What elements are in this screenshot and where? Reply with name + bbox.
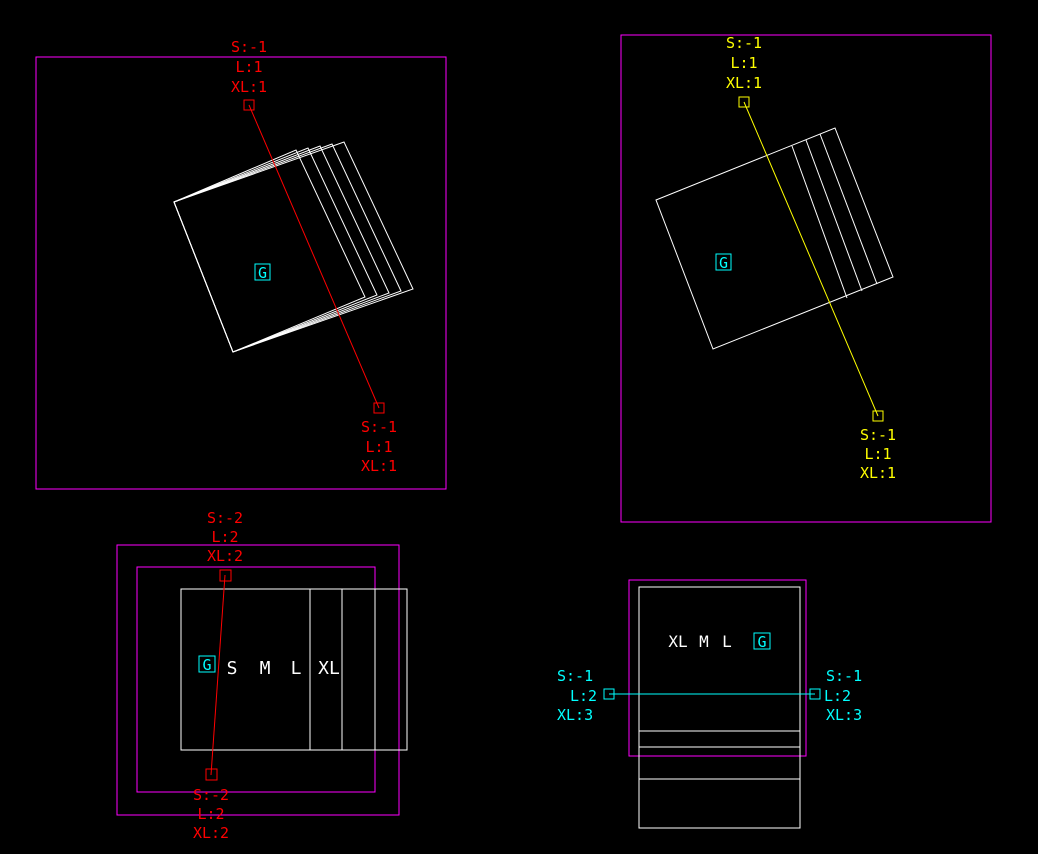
label-top-xl: XL:1	[726, 74, 762, 92]
size-label-xl: XL	[318, 658, 340, 679]
frame	[35, 56, 447, 490]
label-bottom-xl: XL:1	[860, 464, 896, 482]
anchor-label: G	[202, 656, 211, 674]
frame-outer	[116, 544, 400, 816]
frame	[620, 34, 992, 523]
frame	[628, 579, 807, 757]
label-top-s: S:-2	[207, 509, 243, 527]
size-label-m: M	[699, 632, 709, 651]
grade-point-top[interactable]	[219, 569, 232, 582]
label-bottom-s: S:-1	[361, 418, 397, 436]
label-top-xl: XL:1	[231, 78, 267, 96]
anchor-box[interactable]	[753, 632, 771, 650]
anchor-label: G	[719, 254, 728, 272]
piece-outline	[638, 586, 801, 829]
size-label-l: L	[291, 658, 302, 679]
piece-outline	[180, 588, 408, 751]
strip-line	[819, 133, 878, 285]
anchor-label: G	[757, 633, 766, 651]
panel-rotated-strips: G S:-1 L:1 XL:1 S:-1 L:1 XL:1	[620, 34, 992, 523]
strip-line	[791, 145, 848, 299]
label-right-xl: XL:3	[826, 706, 862, 724]
grading-line	[210, 574, 226, 776]
grade-point-bottom[interactable]	[373, 402, 385, 414]
grading-line	[248, 104, 380, 409]
label-top-s: S:-1	[726, 34, 762, 52]
panel-rotated-stack: G S:-1 L:1 XL:1 S:-1 L:1 XL:1	[35, 38, 447, 490]
anchor-box[interactable]	[254, 263, 271, 281]
label-left-s: S:-1	[557, 667, 593, 685]
grade-point-top[interactable]	[243, 99, 255, 111]
label-left-l: L:2	[570, 687, 597, 705]
label-bottom-xl: XL:2	[193, 824, 229, 842]
label-bottom-l: L:1	[864, 445, 891, 463]
size-label-m: M	[260, 658, 271, 679]
label-top-l: L:1	[730, 54, 757, 72]
grade-point-bottom[interactable]	[205, 768, 218, 781]
label-top-l: L:1	[235, 58, 262, 76]
label-bottom-s: S:-1	[860, 426, 896, 444]
grading-line	[743, 101, 879, 417]
graded-piece-outline	[173, 143, 402, 353]
label-bottom-l: L:1	[365, 438, 392, 456]
grade-point-bottom[interactable]	[872, 410, 884, 422]
label-left-xl: XL:3	[557, 706, 593, 724]
label-top-xl: XL:2	[207, 547, 243, 565]
panel-vertical-sizes: XL M L G S:-1 L:2 XL:3 S:-1 L:2 XL:3	[557, 579, 862, 829]
grade-point-right[interactable]	[809, 688, 821, 700]
size-label-xl: XL	[668, 632, 687, 651]
anchor-label: G	[258, 264, 267, 282]
panel-horizontal-sizes: S M L XL G S:-2 L:2 XL:2 S:-2 L:2 XL:2	[116, 509, 408, 842]
grade-point-top[interactable]	[738, 96, 750, 108]
label-top-l: L:2	[211, 528, 238, 546]
grade-point-left[interactable]	[603, 688, 615, 700]
piece-outline	[655, 127, 894, 350]
size-label-s: S	[227, 658, 238, 679]
frame-inner	[136, 566, 376, 793]
graded-piece-outline	[173, 141, 414, 353]
label-top-s: S:-1	[231, 38, 267, 56]
label-right-l: L:2	[824, 687, 851, 705]
anchor-box[interactable]	[715, 253, 732, 271]
strip-line	[805, 139, 863, 292]
label-bottom-l: L:2	[197, 805, 224, 823]
label-right-s: S:-1	[826, 667, 862, 685]
label-bottom-xl: XL:1	[361, 457, 397, 475]
size-label-l: L	[722, 632, 732, 651]
graded-piece-outline	[173, 147, 378, 353]
label-bottom-s: S:-2	[193, 786, 229, 804]
anchor-box[interactable]	[198, 655, 216, 673]
graded-piece-outline	[173, 145, 390, 353]
